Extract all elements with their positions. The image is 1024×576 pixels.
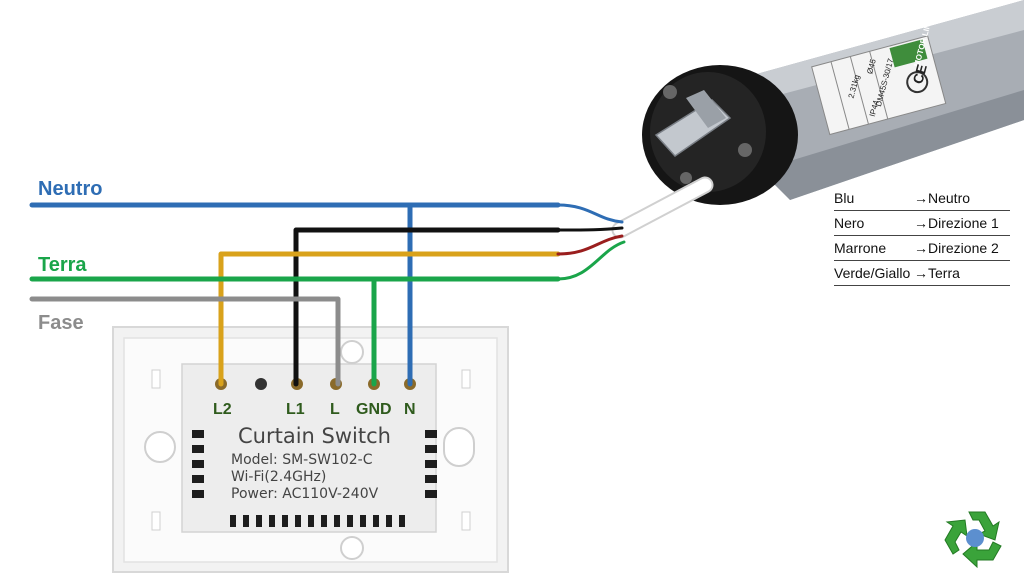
legend-row: Blu →Neutro — [834, 186, 1010, 211]
legend-meaning: →Neutro — [914, 190, 971, 206]
recycle-icon — [944, 511, 1002, 569]
switch-model: Model: SM-SW102-C — [231, 452, 373, 468]
tubular-motor — [611, 0, 1024, 239]
wall-switch — [112, 326, 509, 573]
terminal-l: L — [330, 401, 340, 418]
legend-meaning: →Direzione 2 — [914, 240, 999, 256]
legend-color: Blu — [834, 190, 855, 206]
wires — [29, 202, 626, 387]
legend-row: Verde/Giallo →Terra — [834, 261, 1010, 286]
wire-black-motor — [556, 226, 624, 232]
legend-meaning: →Terra — [914, 265, 960, 281]
legend-color: Verde/Giallo — [834, 265, 911, 281]
wire-fase — [29, 296, 341, 387]
legend-color: Marrone — [834, 240, 887, 256]
label-fase: Fase — [38, 312, 84, 334]
legend-color: Nero — [834, 215, 865, 231]
terminal-gnd: GND — [356, 401, 392, 418]
legend-meaning: →Direzione 1 — [914, 215, 999, 231]
legend-row: Marrone →Direzione 2 — [834, 236, 1010, 261]
wire-neutro-motor — [556, 203, 624, 224]
terminal-n: N — [404, 401, 416, 418]
switch-wifi: Wi-Fi(2.4GHz) — [231, 469, 327, 485]
wire-black — [293, 227, 561, 387]
legend-row: Nero →Direzione 1 — [834, 211, 1010, 236]
terminal-l2: L2 — [213, 401, 232, 418]
wire-brown-motor — [556, 234, 624, 256]
wire-yellow — [218, 251, 561, 387]
switch-power: Power: AC110V-240V — [231, 486, 379, 502]
switch-title: Curtain Switch — [238, 424, 391, 448]
wire-legend: Blu →Neutro Nero →Direzione 1 Marrone →D… — [834, 186, 1010, 286]
label-neutro: Neutro — [38, 178, 103, 200]
terminal-l1: L1 — [286, 401, 305, 418]
wire-terra-motor — [556, 240, 626, 281]
label-terra: Terra — [38, 254, 87, 276]
